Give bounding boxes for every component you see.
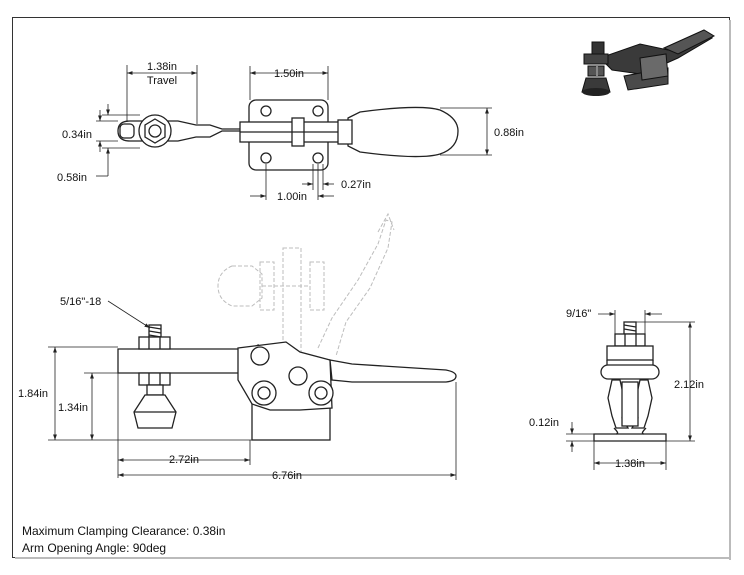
top-view: 1.38in Travel 1.50in 0.34in 0.58in — [57, 61, 524, 203]
dim-base-width: 1.50in — [274, 68, 304, 80]
side-ghost-open — [217, 212, 395, 361]
end-view: 9/16" 2.12in 0.12in 1.38in — [529, 308, 704, 470]
dim-hole-spacing: 1.00in — [277, 191, 307, 203]
top-arm-outline — [117, 120, 240, 142]
dim-handle-height: 0.88in — [494, 127, 524, 139]
side-top-nut — [138, 336, 171, 350]
side-view: 5/16"-18 1.84in 1.34in 2.72in 6.76in — [18, 212, 457, 482]
dim-hole-dia: 0.27in — [341, 179, 371, 191]
note-angle: Arm Opening Angle: 90deg — [22, 541, 167, 555]
dim-travel-value: 1.38in — [147, 61, 177, 73]
top-handle — [347, 106, 459, 158]
dim-overall-height: 1.84in — [18, 388, 48, 400]
dim-spindle-reach: 2.72in — [169, 454, 199, 466]
end-base — [593, 433, 667, 442]
isometric-view — [581, 29, 716, 96]
side-handle — [329, 359, 457, 383]
dim-overall-length: 6.76in — [272, 470, 302, 482]
dim-thread: 5/16"-18 — [60, 296, 101, 308]
dim-nut-size: 9/16" — [566, 308, 591, 320]
dim-tip-thickness: 0.34in — [62, 129, 92, 141]
note-clearance: Maximum Clamping Clearance: 0.38in — [22, 524, 226, 538]
dim-travel-label: Travel — [147, 75, 177, 87]
dim-spindle-height: 1.34in — [58, 402, 88, 414]
dim-base-thickness: 0.12in — [529, 417, 559, 429]
end-top-nut — [614, 333, 646, 347]
dim-end-base-width: 1.38in — [615, 458, 645, 470]
dim-tip-height: 0.58in — [57, 172, 87, 184]
end-arm — [600, 364, 660, 380]
dim-end-height: 2.12in — [674, 379, 704, 391]
